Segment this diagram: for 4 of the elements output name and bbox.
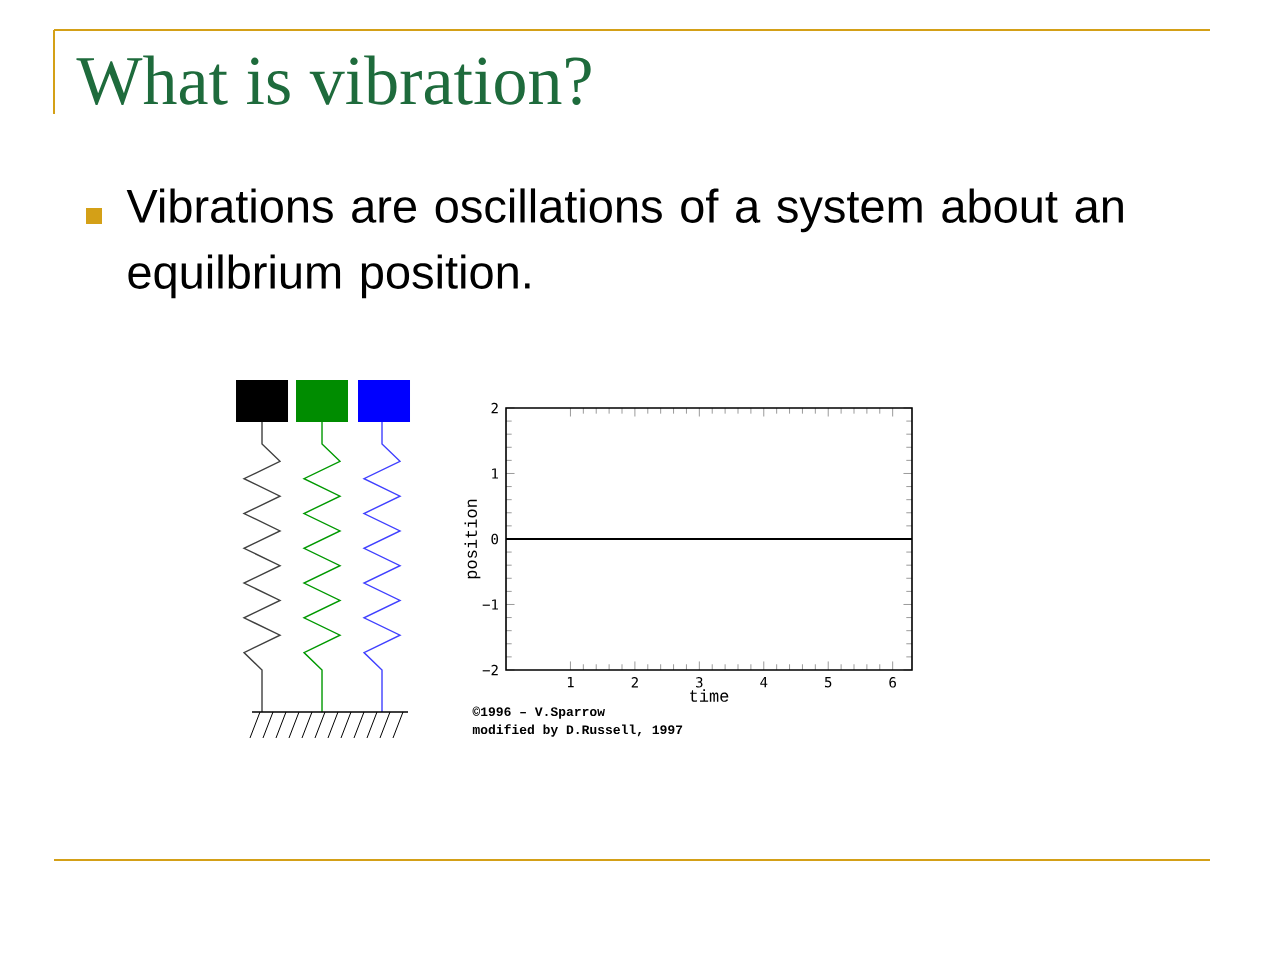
bullet-text: Vibrations are oscillations of a system about an equilbrium position. (126, 188, 1123, 299)
y-axis-title: position (464, 499, 481, 579)
x-axis-title: time (690, 689, 729, 702)
slide-title: What is vibration? (76, 55, 591, 106)
